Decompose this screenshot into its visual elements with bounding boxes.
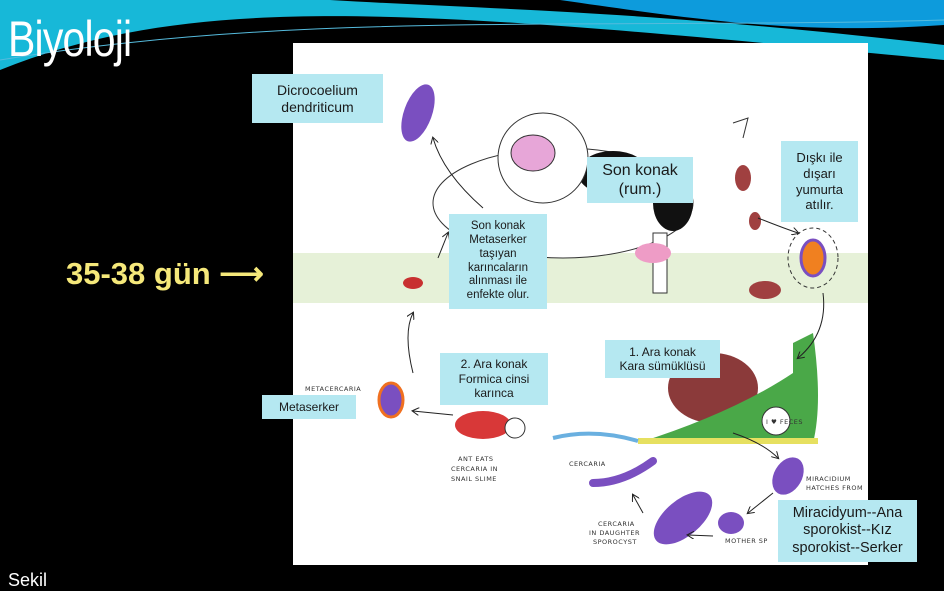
adult-fluke xyxy=(401,84,435,142)
label-daughter: SPOROCYST xyxy=(593,538,637,546)
slide-title: Biyoloji xyxy=(8,11,132,67)
days-text: 35-38 gün xyxy=(66,256,211,291)
callout-stages: Miracidyum--Ana sporokist--Kız sporokist… xyxy=(778,500,917,562)
metacercaria-cyst xyxy=(377,381,405,419)
callout-second-host: 2. Ara konak Formica cinsi karınca xyxy=(440,353,548,405)
label-miracidium: MIRACIDIUM xyxy=(806,475,851,483)
miracidium xyxy=(772,457,804,495)
label-daughter: CERCARIA xyxy=(598,520,635,528)
callout-first-host: 1. Ara konak Kara sümüklüsü xyxy=(605,340,720,378)
callout-final-host: Son konak (rum.) xyxy=(587,157,693,203)
label-ant: CERCARIA IN xyxy=(451,465,498,473)
egg xyxy=(799,238,827,278)
mother-sporocyst xyxy=(718,512,744,534)
arrow-right-icon: ⟶ xyxy=(219,256,264,291)
slide-header-wave xyxy=(0,0,944,70)
grass xyxy=(293,253,868,303)
callout-eggs: Dışkı ile dışarı yumurta atılır. xyxy=(781,141,858,222)
callout-infection: Son konak Metaserker taşıyan karıncaları… xyxy=(449,214,547,309)
snail-sign-text: I ♥ FECES xyxy=(766,418,803,426)
label-miracidium: HATCHES FROM xyxy=(806,484,863,492)
label-ant: SNAIL SLIME xyxy=(451,475,497,483)
label-cercaria: CERCARIA xyxy=(569,460,606,468)
callout-species: Dicrocoelium dendriticum xyxy=(252,74,383,123)
footer-text: Sekil xyxy=(8,570,48,590)
daughter-sporocyst xyxy=(653,491,713,545)
ant xyxy=(455,411,511,439)
callout-metacercaria: Metaserker xyxy=(262,395,356,419)
cercaria xyxy=(589,457,657,487)
label-ant: ANT EATS xyxy=(458,455,494,463)
days-label: 35-38 gün ⟶ xyxy=(66,256,264,292)
label-mother: MOTHER SP xyxy=(725,537,768,545)
feces xyxy=(735,165,751,191)
ant-on-grass xyxy=(403,277,423,289)
label-metacercaria: METACERCARIA xyxy=(305,385,361,393)
label-daughter: IN DAUGHTER xyxy=(589,529,640,537)
